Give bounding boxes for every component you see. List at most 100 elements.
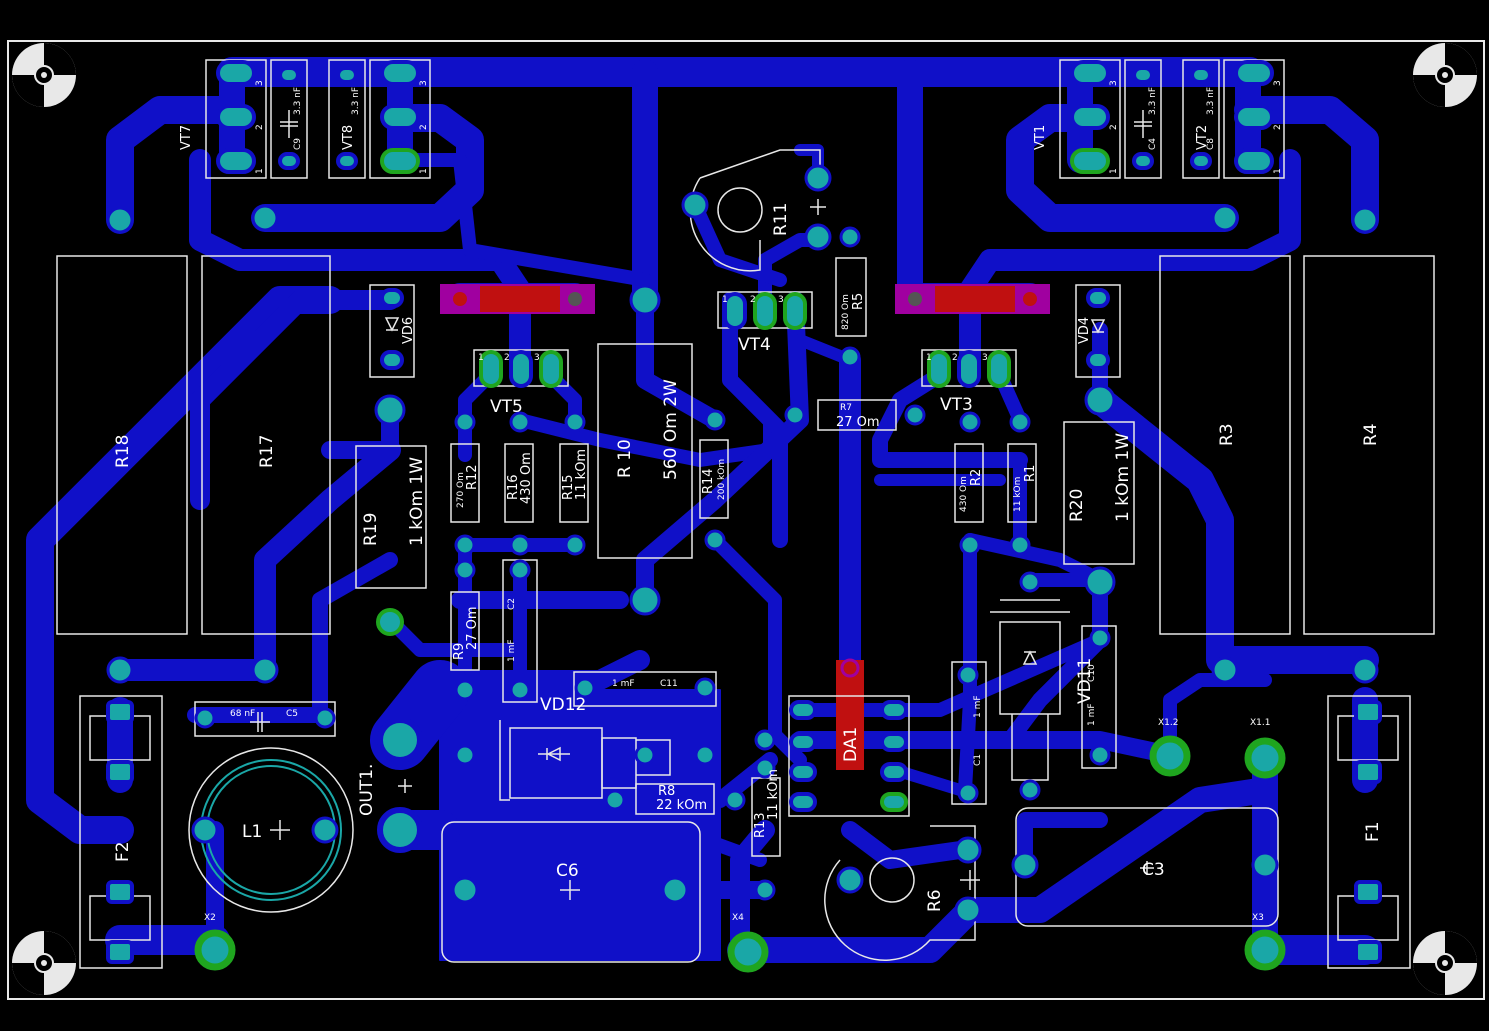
label-r10: R 10 <box>615 439 635 478</box>
label-c10: C10 <box>1087 664 1097 682</box>
label-r17: R17 <box>257 435 277 468</box>
label-r13-val: 11 kOm <box>766 769 781 820</box>
label-r11: R11 <box>771 203 791 236</box>
mounting-holes <box>12 43 1477 995</box>
label-x3: X3 <box>1252 913 1264 923</box>
label-vd4: VD4 <box>1077 317 1092 344</box>
label-r5-val: 820 Om <box>841 294 851 330</box>
label-r1: R1 <box>1023 465 1038 482</box>
label-c5-val: 68 nF <box>230 709 255 719</box>
label-c6: C6 <box>556 861 579 881</box>
label-da1: DA1 <box>841 727 861 762</box>
label-r9-val: 27 Om <box>465 606 480 650</box>
pin-label: 1 <box>1273 168 1283 174</box>
pin-label: 2 <box>1109 124 1119 130</box>
label-r20-val: 1 kOm 1W <box>1113 433 1133 522</box>
pin-label: 2 <box>504 353 510 363</box>
label-r16-val: 430 Om <box>519 452 534 504</box>
label-c11-val: 1 mF <box>612 679 635 689</box>
label-r10-val: 560 Om 2W <box>661 379 681 480</box>
label-r19: R19 <box>361 513 381 546</box>
label-r2-val: 430 Om <box>959 476 969 512</box>
label-c3: C3 <box>1142 860 1165 880</box>
label-x2: X2 <box>204 913 216 923</box>
label-f1: F1 <box>1363 821 1383 842</box>
label-r12-val: 270 Om <box>456 472 466 508</box>
label-c2: C2 <box>507 598 517 610</box>
label-vd11: VD11 <box>1075 658 1095 704</box>
label-r20: R20 <box>1067 489 1087 522</box>
label-r14: R14 <box>701 468 716 494</box>
pin-label: 2 <box>1273 124 1283 130</box>
label-c1-val: 1 mF <box>973 695 983 718</box>
label-r1-val: 11 kOm <box>1013 477 1023 512</box>
label-r8: R8 <box>658 784 675 799</box>
pin-label: 3 <box>1273 80 1283 86</box>
label-r13: R13 <box>753 812 768 838</box>
label-x1-2: X1.2 <box>1158 718 1178 728</box>
label-vt4: VT4 <box>738 335 771 355</box>
label-c8b-val: 3.3 nF <box>1206 87 1216 115</box>
label-r2: R2 <box>969 469 984 486</box>
label-vt3: VT3 <box>940 395 973 415</box>
label-r9: R9 <box>452 643 467 660</box>
round-pads <box>106 164 1379 973</box>
label-f2: F2 <box>113 841 133 862</box>
label-vt8: VT8 <box>341 125 356 150</box>
pin-label: 1 <box>478 353 484 363</box>
label-c10-val: 1 mF <box>1087 703 1097 726</box>
label-x4: X4 <box>732 913 744 923</box>
label-r16: R16 <box>506 474 521 500</box>
label-r12: R12 <box>465 464 480 490</box>
pin-label: 3 <box>534 353 540 363</box>
component-labels: VT7 VT8 VT1 VT2 C9 3.3 nF 3.3 nF C4 3.3 … <box>113 80 1383 923</box>
label-r7: R7 <box>840 403 852 413</box>
pin-label: 3 <box>982 353 988 363</box>
label-vt7: VT7 <box>179 125 194 150</box>
label-r19-val: 1 kOm 1W <box>407 457 427 546</box>
label-c4-val: 3.3 nF <box>1148 87 1158 115</box>
label-out1: OUT1. <box>357 764 377 816</box>
pin-label: 2 <box>952 353 958 363</box>
pin-label: 1 <box>1109 168 1119 174</box>
label-c2-val: 1 mF <box>507 639 517 662</box>
label-r6: R6 <box>925 889 945 912</box>
label-r15-val: 11 kOm <box>574 449 589 500</box>
label-x1-1: X1.1 <box>1250 718 1270 728</box>
label-vd12: VD12 <box>540 695 586 715</box>
label-r3: R3 <box>1217 423 1237 446</box>
label-c8-val: 3.3 nF <box>351 87 361 115</box>
silk-symbols <box>250 110 1154 900</box>
pin-label: 3 <box>1109 80 1119 86</box>
label-r15: R15 <box>561 474 576 500</box>
label-r18: R18 <box>113 435 133 468</box>
label-vt2: VT2 <box>1195 125 1210 150</box>
label-r5: R5 <box>851 293 866 310</box>
label-c5: C5 <box>286 709 298 719</box>
label-c11: C11 <box>660 679 678 689</box>
label-c9-val: 3.3 nF <box>293 87 303 115</box>
label-vt1: VT1 <box>1033 125 1048 150</box>
label-r8-val: 22 kOm <box>656 798 707 813</box>
label-r4: R4 <box>1361 423 1381 446</box>
board-outline <box>7 40 1485 1000</box>
pin-label: 3 <box>778 295 784 305</box>
label-vt5: VT5 <box>490 397 523 417</box>
pin-label: 2 <box>255 124 265 130</box>
pin-label: 3 <box>255 80 265 86</box>
label-c8: C8 <box>1206 138 1216 150</box>
oval-pads <box>106 60 1382 964</box>
label-r7-val: 27 Om <box>836 415 880 430</box>
pin-label: 2 <box>419 124 429 130</box>
label-c1: C1 <box>973 754 983 766</box>
pin-label: 2 <box>750 295 756 305</box>
label-r14-val: 200 kOm <box>717 459 727 500</box>
label-vd6: VD6 <box>401 317 416 344</box>
label-l1: L1 <box>242 822 262 842</box>
pin-label: 1 <box>722 295 728 305</box>
label-c9: C9 <box>293 138 303 150</box>
label-c4: C4 <box>1148 138 1158 150</box>
pin-label: 1 <box>255 168 265 174</box>
pin-label: 3 <box>419 80 429 86</box>
